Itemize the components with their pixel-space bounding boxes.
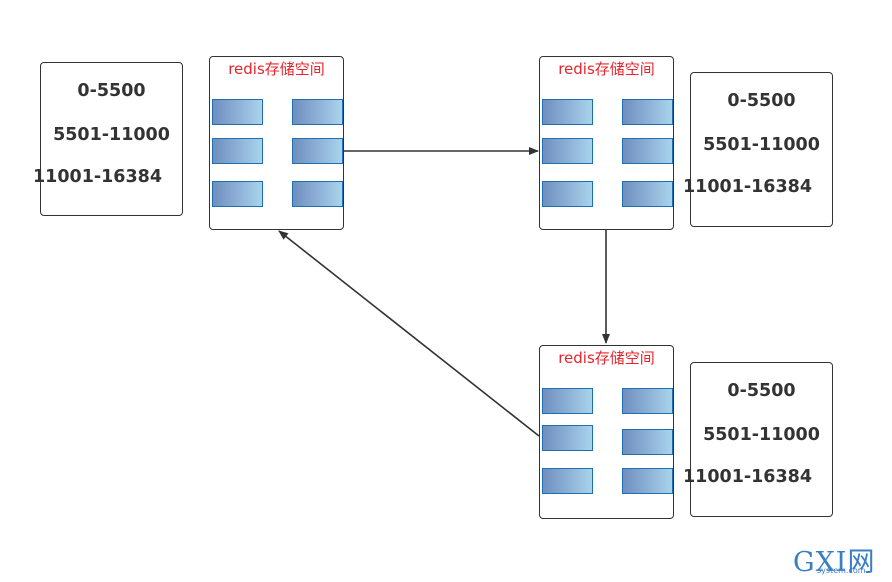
watermark-logo-text: GXI网	[793, 547, 876, 578]
storage-slot-cell	[622, 468, 673, 494]
node-title: redis存储空间	[558, 60, 655, 78]
slot-range-line: 11001-16384	[682, 177, 813, 197]
slot-range-line: 5501-11000	[703, 425, 820, 445]
slot-range-line: 0-5500	[77, 81, 146, 101]
redis-node-2: redis存储空间	[539, 56, 674, 230]
storage-slot-cell	[542, 468, 593, 494]
storage-slot-cell	[622, 99, 673, 125]
storage-slot-cell	[212, 181, 263, 207]
slot-range-box-3: 0-5500 5501-11000 11001-16384	[683, 362, 833, 517]
storage-slot-cell	[292, 181, 343, 207]
storage-slot-cell	[212, 99, 263, 125]
node-title: redis存储空间	[228, 60, 325, 78]
slot-range-line: 0-5500	[727, 381, 796, 401]
redis-node-3: redis存储空间	[539, 345, 674, 519]
slot-range-line: 11001-16384	[682, 467, 813, 487]
storage-slot-cell	[292, 99, 343, 125]
storage-slot-cell	[292, 138, 343, 164]
storage-slot-cell	[542, 138, 593, 164]
watermark-logo: GXI网 system.com	[793, 540, 889, 580]
storage-slot-cell	[542, 99, 593, 125]
storage-slot-cell	[622, 429, 673, 455]
storage-slot-cell	[542, 181, 593, 207]
storage-slot-cell	[542, 425, 593, 451]
arrow-node3-to-node1	[278, 230, 540, 437]
storage-slot-cell	[622, 181, 673, 207]
watermark-site-text: system.com	[817, 566, 866, 575]
storage-slot-cell	[622, 138, 673, 164]
slot-range-box-1: 0-5500 5501-11000 11001-16384	[33, 62, 183, 216]
slot-range-line: 5501-11000	[53, 125, 170, 145]
redis-node-1: redis存储空间	[209, 56, 344, 230]
slot-range-line: 5501-11000	[703, 135, 820, 155]
slot-range-line: 0-5500	[727, 91, 796, 111]
storage-slot-cell	[212, 138, 263, 164]
slot-range-line: 11001-16384	[32, 167, 163, 187]
node-title: redis存储空间	[558, 349, 655, 367]
storage-slot-cell	[542, 388, 593, 414]
storage-slot-cell	[622, 388, 673, 414]
slot-range-box-2: 0-5500 5501-11000 11001-16384	[683, 72, 833, 227]
